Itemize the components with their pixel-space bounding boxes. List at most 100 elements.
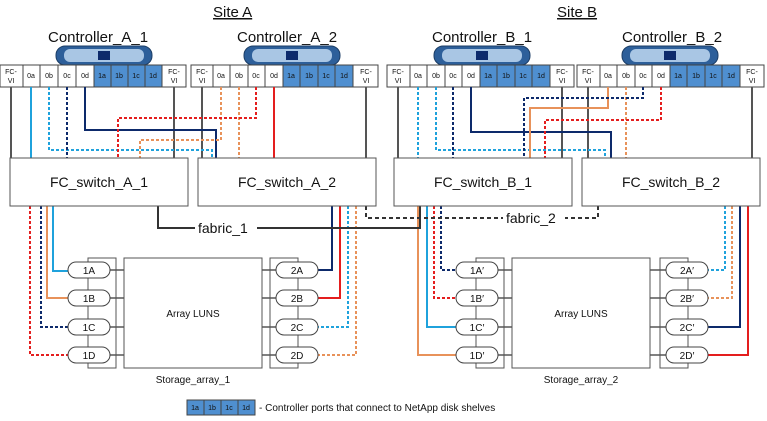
storage-port-1c-prime: 1C′ — [470, 323, 485, 334]
port-fcvi: FC- — [392, 69, 404, 76]
storage-array-2-luns: Array LUNS — [554, 309, 608, 320]
legend-port-1b: 1b — [208, 405, 216, 412]
controller-switch-cables — [10, 87, 753, 158]
storage-port-2a-prime: 2A′ — [680, 266, 694, 277]
legend: 1a 1b 1c 1d - Controller ports that conn… — [186, 399, 495, 416]
port-0c: 0c — [639, 73, 647, 80]
storage-port-1b-prime: 1B′ — [470, 294, 484, 305]
port-0a: 0a — [604, 73, 612, 80]
storage-port-1c: 1C — [83, 323, 96, 334]
legend-port-1d: 1d — [242, 405, 250, 412]
port-1a: 1a — [674, 73, 682, 80]
legend-port-1c: 1c — [225, 405, 233, 412]
controller-b1-title: Controller_B_1 — [432, 29, 532, 46]
storage-port-2b-prime: 2B′ — [680, 294, 694, 305]
port-0b: 0b — [235, 73, 243, 80]
port-0d: 0d — [81, 73, 89, 80]
port-fcvi: VI — [395, 78, 402, 85]
port-1d: 1d — [340, 73, 348, 80]
port-0c: 0c — [449, 73, 457, 80]
fabric-2-label: fabric_2 — [506, 210, 556, 226]
legend-port-1a: 1a — [191, 405, 199, 412]
port-1c: 1c — [322, 73, 330, 80]
fc-switch-a2-label: FC_switch_A_2 — [238, 174, 336, 190]
storage-port-1b: 1B — [83, 294, 96, 305]
port-fcvi: VI — [363, 78, 370, 85]
fc-switch-a1-label: FC_switch_A_1 — [50, 174, 148, 190]
port-0a: 0a — [414, 73, 422, 80]
port-0d: 0d — [467, 73, 475, 80]
controller-b2-ports: FC- VI 0a 0b 0c 0d 1a 1b 1c 1d FC- VI — [576, 64, 765, 88]
storage-port-1a-prime: 1A′ — [470, 266, 484, 277]
port-0d: 0d — [270, 73, 278, 80]
storage-port-2d-prime: 2D′ — [680, 351, 695, 362]
port-1d: 1d — [149, 73, 157, 80]
port-0c: 0c — [63, 73, 71, 80]
port-fcvi: FC- — [360, 69, 372, 76]
port-fcvi: VI — [171, 78, 178, 85]
site-a-title: Site A — [213, 4, 252, 21]
port-0b: 0b — [622, 73, 630, 80]
port-fcvi: VI — [749, 78, 756, 85]
controller-b2-bezel-icon — [621, 45, 719, 66]
fabric-cables — [157, 206, 599, 229]
storage-array-1: 1A 1B 1C 1D 2A 2B 2C 2D Array LUNS Stora… — [67, 257, 319, 386]
storage-port-2a: 2A — [291, 266, 304, 277]
storage-port-1a: 1A — [83, 266, 96, 277]
port-fcvi: VI — [199, 78, 206, 85]
port-fcvi: FC- — [196, 69, 208, 76]
site-b-title: Site B — [557, 4, 597, 21]
port-fcvi: VI — [559, 78, 566, 85]
controller-b1-bezel-icon — [433, 45, 531, 66]
controller-a1-bezel-icon — [55, 45, 153, 66]
fc-switch-a1: FC_switch_A_1 — [9, 157, 189, 207]
port-1a: 1a — [98, 73, 106, 80]
controller-a1-ports: FC- VI 0a 0b 0c 0d 1a 1b 1c 1d FC- VI — [0, 64, 187, 88]
port-1a: 1a — [484, 73, 492, 80]
fc-switch-a2: FC_switch_A_2 — [197, 157, 377, 207]
fabric-1-label: fabric_1 — [198, 220, 248, 236]
port-fcvi: FC- — [168, 69, 180, 76]
port-1d: 1d — [537, 73, 545, 80]
port-1b: 1b — [305, 73, 313, 80]
port-fcvi: FC- — [582, 69, 594, 76]
storage-port-2d: 2D — [291, 351, 304, 362]
fc-switch-b1: FC_switch_B_1 — [393, 157, 573, 207]
controller-a2-bezel-icon — [243, 45, 341, 66]
port-1b: 1b — [115, 73, 123, 80]
storage-port-2c: 2C — [291, 323, 304, 334]
port-1c: 1c — [519, 73, 527, 80]
port-1c: 1c — [132, 73, 140, 80]
controller-b1-ports: FC- VI 0a 0b 0c 0d 1a 1b 1c 1d FC- VI — [386, 64, 575, 88]
storage-port-1d: 1D — [83, 351, 96, 362]
port-0b: 0b — [432, 73, 440, 80]
port-fcvi: VI — [8, 78, 15, 85]
port-0d: 0d — [657, 73, 665, 80]
storage-array-1-label: Storage_array_1 — [156, 375, 231, 386]
port-1b: 1b — [692, 73, 700, 80]
storage-array-2: 1A′ 1B′ 1C′ 1D′ 2A′ 2B′ 2C′ 2D′ Array LU… — [455, 257, 709, 386]
port-fcvi: VI — [585, 78, 592, 85]
controller-a2-title: Controller_A_2 — [237, 29, 337, 46]
port-0c: 0c — [252, 73, 260, 80]
storage-array-1-luns: Array LUNS — [166, 309, 220, 320]
fc-switch-b1-label: FC_switch_B_1 — [434, 174, 532, 190]
port-1b: 1b — [502, 73, 510, 80]
legend-text: - Controller ports that connect to NetAp… — [259, 403, 495, 414]
port-0a: 0a — [27, 73, 35, 80]
controller-b2-title: Controller_B_2 — [622, 29, 722, 46]
storage-port-2c-prime: 2C′ — [680, 323, 695, 334]
storage-port-2b: 2B — [291, 294, 304, 305]
fc-switch-b2: FC_switch_B_2 — [581, 157, 761, 207]
controller-a1-title: Controller_A_1 — [48, 29, 148, 46]
storage-array-2-label: Storage_array_2 — [544, 375, 619, 386]
port-1d: 1d — [727, 73, 735, 80]
port-0b: 0b — [45, 73, 53, 80]
port-fcvi: FC- — [556, 69, 568, 76]
fc-switch-b2-label: FC_switch_B_2 — [622, 174, 720, 190]
controller-a2-ports: FC- VI 0a 0b 0c 0d 1a 1b 1c 1d FC- VI — [190, 64, 379, 88]
port-1a: 1a — [287, 73, 295, 80]
port-0a: 0a — [217, 73, 225, 80]
storage-port-1d-prime: 1D′ — [470, 351, 485, 362]
